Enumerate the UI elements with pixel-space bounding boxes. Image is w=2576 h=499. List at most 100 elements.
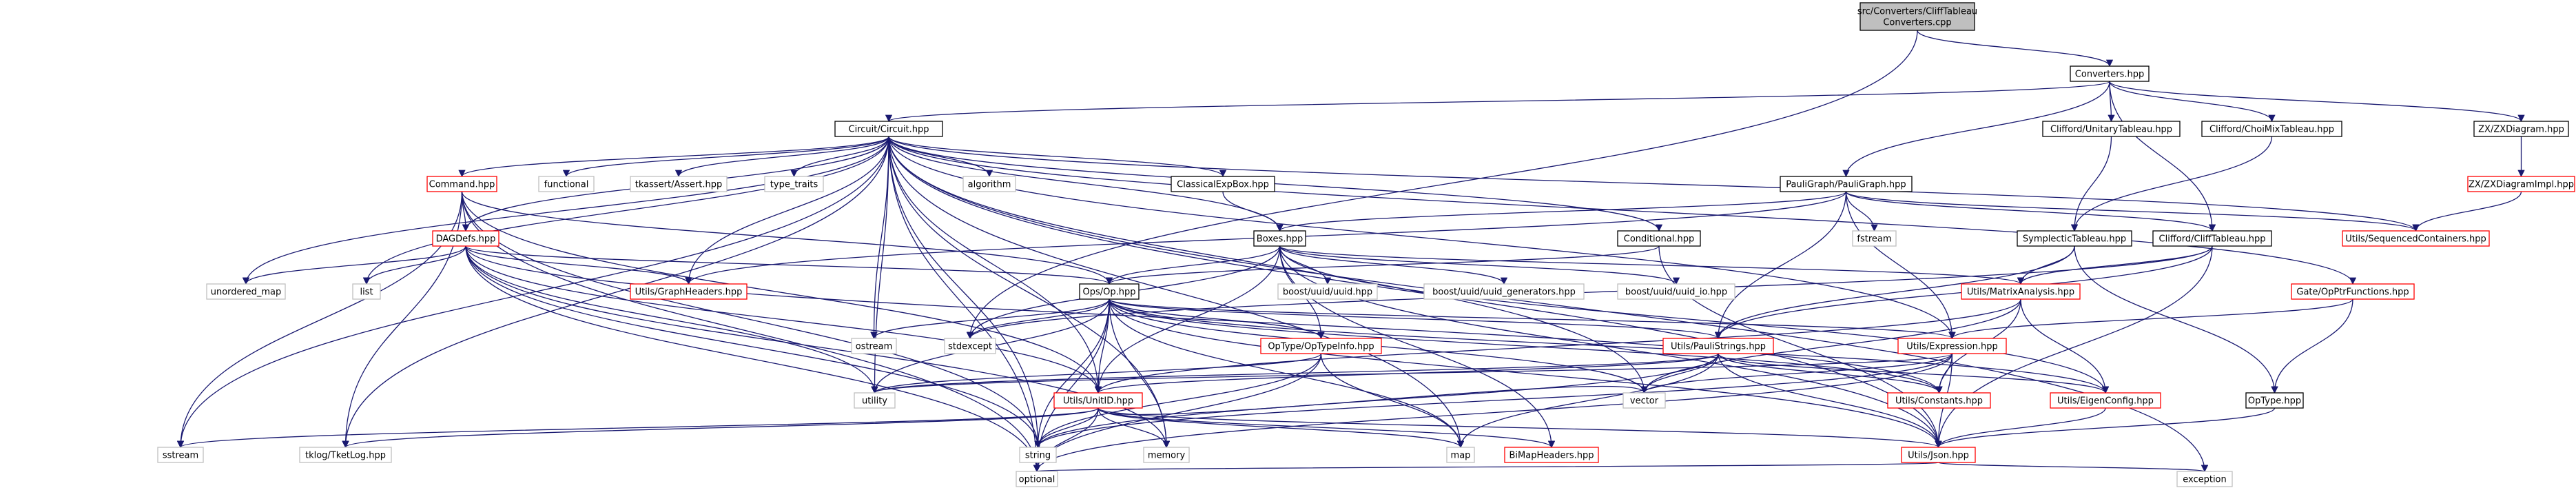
node-matrixan[interactable]: Utils/MatrixAnalysis.hpp xyxy=(1961,283,2081,300)
node-label-seqcont: Utils/SequencedContainers.hpp xyxy=(2345,234,2486,245)
node-unitid[interactable]: Utils/UnitID.hpp xyxy=(1053,392,1143,409)
node-graphheaders[interactable]: Utils/GraphHeaders.hpp xyxy=(630,283,748,300)
node-gateop[interactable]: Gate/OpPtrFunctions.hpp xyxy=(2291,283,2415,300)
node-label-string: string xyxy=(1025,451,1051,461)
node-box-tkassert xyxy=(630,176,728,192)
node-box-unitid xyxy=(1053,392,1143,409)
edge-dagdefs-to-optional xyxy=(465,245,1041,473)
edge-circuit-to-sstream xyxy=(176,136,889,449)
node-conditional[interactable]: Conditional.hpp xyxy=(1617,230,1701,247)
node-zximpl[interactable]: ZX/ZXDiagramImpl.hpp xyxy=(2467,176,2575,192)
edge-unitid-to-json xyxy=(1098,407,1942,449)
node-box-bimap xyxy=(1504,447,1599,463)
node-label-expression: Utils/Expression.hpp xyxy=(1906,342,1997,352)
node-expression[interactable]: Utils/Expression.hpp xyxy=(1897,338,2007,354)
node-optype[interactable]: OpType.hpp xyxy=(2245,392,2304,409)
node-label-utility: utility xyxy=(862,396,887,407)
node-label-unitid: Utils/UnitID.hpp xyxy=(1063,396,1133,407)
node-json[interactable]: Utils/Json.hpp xyxy=(1901,447,1976,463)
edge-circuit-to-map xyxy=(888,136,1465,449)
node-box-sstream xyxy=(157,447,204,463)
node-box-paulistr xyxy=(1662,338,1774,354)
node-algorithm: algorithm xyxy=(962,176,1016,192)
node-converters[interactable]: Converters.hpp xyxy=(2070,65,2150,82)
node-ostream: ostream xyxy=(851,338,897,354)
edge-dagdefs-to-utility xyxy=(465,245,878,394)
node-symtab[interactable]: SymplecticTableau.hpp xyxy=(2017,230,2132,247)
node-zxdiagram[interactable]: ZX/ZXDiagram.hpp xyxy=(2473,121,2569,137)
edge-unitid-to-tklog xyxy=(342,407,1099,449)
node-root[interactable]: src/Converters/CliffTableauConverters.cp… xyxy=(1857,2,1977,31)
node-bimap[interactable]: BiMapHeaders.hpp xyxy=(1504,447,1599,463)
node-typetraits: type_traits xyxy=(764,176,824,192)
edge-converters-to-zxdiagram xyxy=(2109,81,2525,123)
node-vector: vector xyxy=(1622,392,1666,409)
edge-opsop-to-eigenconf xyxy=(1109,298,2109,394)
edge-paulidag-to-fstream xyxy=(1845,191,1878,232)
node-box-uuidio xyxy=(1617,283,1735,300)
edge-gateop-to-optype xyxy=(2271,298,2353,394)
node-label-algorithm: algorithm xyxy=(968,180,1011,190)
edge-opsop-to-string xyxy=(1034,298,1110,449)
node-command[interactable]: Command.hpp xyxy=(426,176,497,192)
edge-unitid-to-sstream xyxy=(177,407,1099,449)
edge-opsop-to-memory xyxy=(1109,298,1171,449)
node-fstream: fstream xyxy=(1852,230,1897,247)
node-label-root-line0: src/Converters/CliffTableau xyxy=(1857,7,1977,17)
node-box-clifftab xyxy=(2152,230,2272,247)
node-box-algorithm xyxy=(962,176,1016,192)
edge-command-to-sstream xyxy=(176,191,463,449)
edge-command-to-unitid xyxy=(461,191,1102,394)
node-memory: memory xyxy=(1143,447,1190,463)
edge-gateop-to-expression xyxy=(1948,298,2353,340)
edge-dagdefs-to-unordered xyxy=(242,245,466,285)
node-box-memory xyxy=(1143,447,1190,463)
node-label-circuit: Circuit/Circuit.hpp xyxy=(849,125,929,135)
edge-unitid-to-string xyxy=(1034,407,1099,449)
node-constants[interactable]: Utils/Constants.hpp xyxy=(1887,392,1991,409)
edge-root-to-stdexcept xyxy=(966,30,1918,340)
edge-circuit-to-vector xyxy=(888,136,1648,394)
node-circuit[interactable]: Circuit/Circuit.hpp xyxy=(834,121,943,137)
edge-circuit-to-unordered xyxy=(242,136,889,285)
edge-expression-to-optional xyxy=(1033,353,1953,473)
node-paulidag[interactable]: PauliGraph/PauliGraph.hpp xyxy=(1780,176,1913,192)
edge-conditional-to-opsop xyxy=(1106,245,1660,285)
edge-choimix-to-symtab xyxy=(2070,136,2273,232)
node-unitary[interactable]: Clifford/UnitaryTableau.hpp xyxy=(2042,121,2181,137)
node-paulistr[interactable]: Utils/PauliStrings.hpp xyxy=(1662,338,1774,354)
edge-command-to-opsop xyxy=(461,191,1113,285)
node-optypeinfo[interactable]: OpType/OpTypeInfo.hpp xyxy=(1260,338,1382,354)
node-choimix[interactable]: Clifford/ChoiMixTableau.hpp xyxy=(2201,121,2342,137)
node-label-unitary: Clifford/UnitaryTableau.hpp xyxy=(2050,125,2172,135)
edge-paulistr-to-utility xyxy=(871,353,1719,394)
node-classicalexp[interactable]: ClassicalExpBox.hpp xyxy=(1171,176,1275,192)
node-dagdefs[interactable]: DAGDefs.hpp xyxy=(432,230,499,247)
node-label-choimix: Clifford/ChoiMixTableau.hpp xyxy=(2209,125,2334,135)
node-box-string xyxy=(1019,447,1057,463)
edge-boxes-to-matrixan xyxy=(1279,245,2024,285)
edge-unitid-to-map xyxy=(1098,407,1465,449)
node-eigenconf[interactable]: Utils/EigenConfig.hpp xyxy=(2050,392,2161,409)
node-label-tkassert: tkassert/Assert.hpp xyxy=(635,180,722,190)
node-box-optypeinfo xyxy=(1260,338,1382,354)
edge-circuit-to-list xyxy=(362,136,889,285)
edge-opsop-to-constants xyxy=(1109,298,1943,394)
edge-paulidag-to-clifftab xyxy=(1845,191,2216,232)
node-tklog: tklog/TketLog.hpp xyxy=(299,447,392,463)
edge-circuit-to-unitid xyxy=(888,136,1102,394)
node-label-boxes: Boxes.hpp xyxy=(1257,234,1303,245)
edge-optypeinfo-to-map xyxy=(1320,353,1465,449)
node-clifftab[interactable]: Clifford/CliffTableau.hpp xyxy=(2152,230,2272,247)
node-label-json: Utils/Json.hpp xyxy=(1908,451,1969,461)
node-label-tklog: tklog/TketLog.hpp xyxy=(305,451,386,461)
edge-circuit-to-typetraits xyxy=(790,136,889,178)
node-map: map xyxy=(1446,447,1475,463)
node-label-constants: Utils/Constants.hpp xyxy=(1895,396,1983,407)
node-label-typetraits: type_traits xyxy=(770,180,818,190)
edge-paulistr-to-string xyxy=(1034,353,1719,449)
node-box-choimix xyxy=(2201,121,2342,137)
node-opsop[interactable]: Ops/Op.hpp xyxy=(1079,283,1140,300)
node-seqcont[interactable]: Utils/SequencedContainers.hpp xyxy=(2342,230,2490,247)
node-boxes[interactable]: Boxes.hpp xyxy=(1253,230,1306,247)
